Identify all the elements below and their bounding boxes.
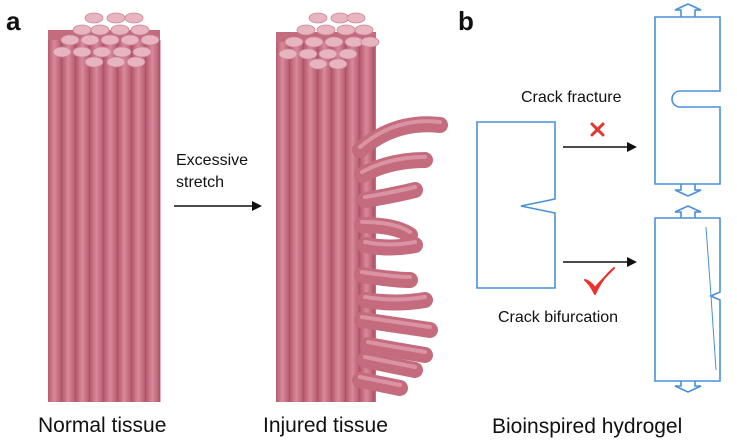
frayed-fiber <box>354 312 438 338</box>
fiber-end <box>130 24 150 36</box>
fiber-end <box>84 12 104 24</box>
frayed-fiber <box>352 116 448 158</box>
fiber-end <box>60 34 80 46</box>
fiber-end <box>304 36 324 48</box>
bifurcation-arrow <box>563 257 637 267</box>
normal-fiber <box>146 40 160 402</box>
fracture-arrow <box>563 142 637 152</box>
fiber-end <box>338 48 358 60</box>
notched-specimen <box>476 121 556 289</box>
fiber-end <box>346 12 366 24</box>
fiber-end <box>100 34 120 46</box>
injured-fiber <box>304 42 318 402</box>
normal-fiber <box>62 40 76 402</box>
fiber-end <box>112 46 132 58</box>
fiber-end <box>72 24 92 36</box>
injured-fiber-ends <box>278 12 380 70</box>
frayed-fiber <box>357 352 423 378</box>
frayed-fiber <box>357 292 433 311</box>
crack-fracture-label: Crack fracture <box>521 89 622 106</box>
fiber-end <box>84 56 104 68</box>
stretch-label-line2: stretch <box>176 174 225 191</box>
injured-fiber <box>290 42 304 402</box>
normal-fiber <box>76 40 90 402</box>
stretch-arrow <box>174 201 262 211</box>
panel-a-letter: a <box>6 6 21 36</box>
fiber-end <box>278 48 298 60</box>
injured-fiber <box>276 42 290 402</box>
fiber-end <box>344 36 364 48</box>
fiber-end <box>296 24 316 36</box>
frayed-fiber <box>354 152 433 183</box>
fiber-end <box>324 36 344 48</box>
frayed-fiber <box>360 337 433 363</box>
injured-tissue-bundle <box>276 12 448 402</box>
fiber-end <box>80 34 100 46</box>
frayed-fiber <box>354 217 418 243</box>
fiber-end <box>106 12 126 24</box>
cross-mark-icon <box>590 122 605 137</box>
fiber-end <box>328 58 348 70</box>
injured-fiber <box>332 42 346 402</box>
fiber-end <box>106 56 126 68</box>
crack-bifurcation-label: Crack bifurcation <box>498 309 619 326</box>
injured-fiber <box>318 42 332 402</box>
fiber-end <box>92 46 112 58</box>
frayed-fiber <box>357 237 423 256</box>
fiber-end <box>72 46 92 58</box>
panel-b-letter: b <box>458 6 474 36</box>
normal-tissue-caption: Normal tissue <box>38 414 167 437</box>
normal-fiber <box>90 40 104 402</box>
fiber-end <box>318 48 338 60</box>
normal-fiber <box>118 40 132 402</box>
fiber-end <box>90 24 110 36</box>
normal-tissue-bundle <box>48 12 161 402</box>
fiber-end <box>330 12 350 24</box>
injured-tissue-caption: Injured tissue <box>263 414 388 437</box>
frayed-fibers <box>352 116 448 396</box>
frayed-fiber <box>357 182 423 208</box>
injured-fiber <box>346 42 360 402</box>
stretch-label-line1: Excessive <box>176 152 249 169</box>
fiber-end <box>140 34 160 46</box>
fiber-end <box>52 46 72 58</box>
normal-fiber <box>104 40 118 402</box>
fiber-end <box>308 58 328 70</box>
fiber-end <box>354 24 374 36</box>
bifurcated-specimen <box>654 205 721 393</box>
normal-fiber <box>48 40 62 402</box>
fractured-specimen <box>654 3 721 197</box>
fiber-end <box>120 34 140 46</box>
fiber-end <box>360 36 380 48</box>
fiber-end <box>316 24 336 36</box>
fiber-end <box>298 48 318 60</box>
fiber-end <box>126 56 146 68</box>
fiber-end <box>336 24 356 36</box>
hydrogel-caption: Bioinspired hydrogel <box>492 415 683 438</box>
fiber-end <box>284 36 304 48</box>
fiber-end <box>308 12 328 24</box>
frayed-fiber <box>354 267 418 288</box>
fiber-end <box>124 12 144 24</box>
normal-fiber <box>132 40 146 402</box>
fiber-end <box>132 46 152 58</box>
check-mark-icon <box>584 267 615 295</box>
fiber-end <box>110 24 130 36</box>
frayed-fiber <box>352 372 408 396</box>
normal-fiber-ends <box>52 12 160 68</box>
